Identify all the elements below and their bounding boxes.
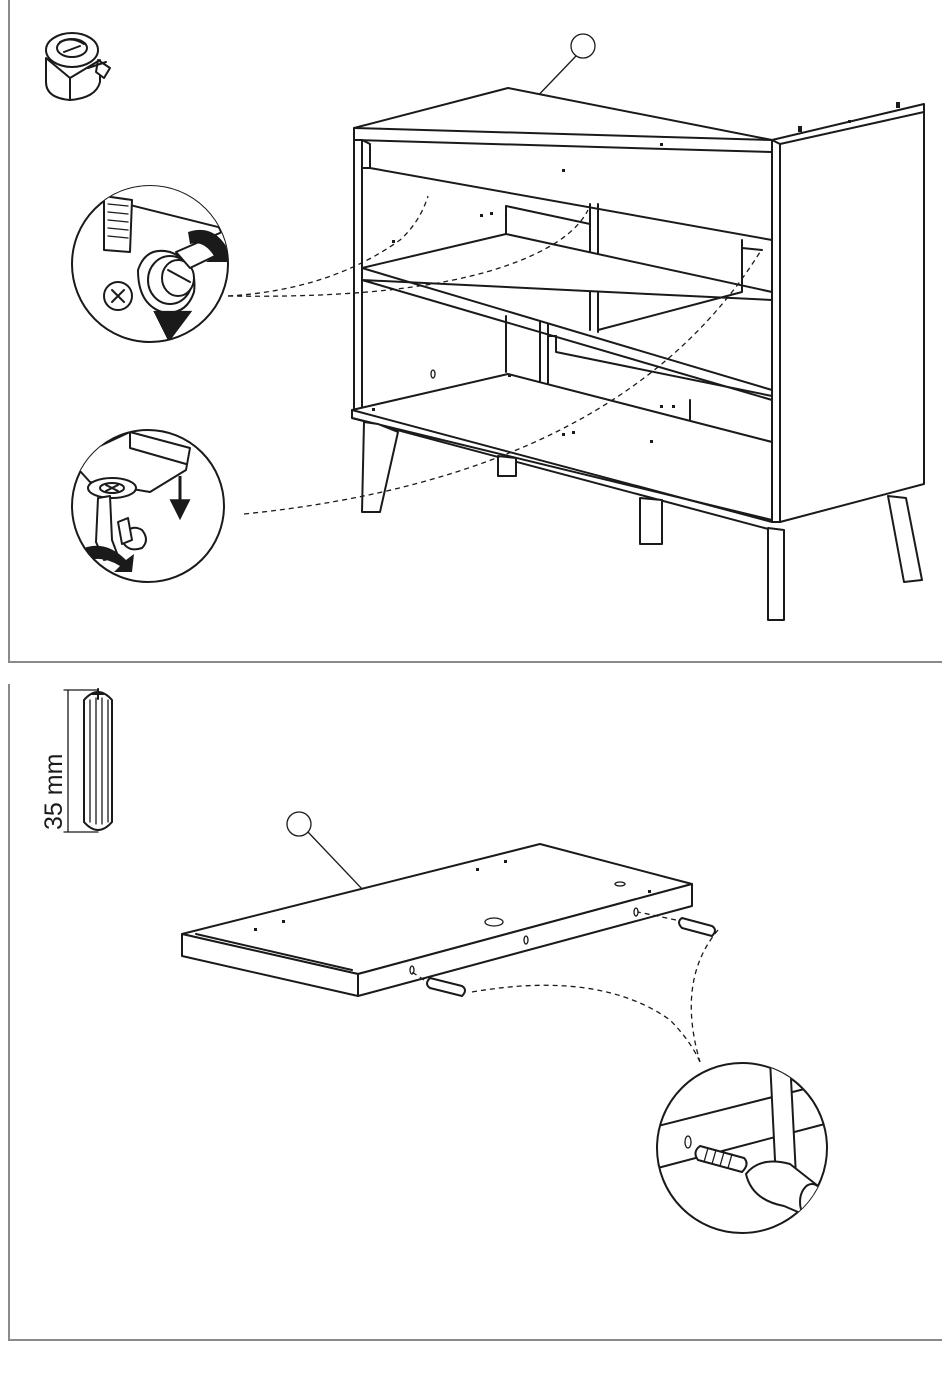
- cabinet-assembly: [352, 88, 924, 620]
- cam-lock-fitting-icon: [46, 33, 110, 100]
- shelf-board: [182, 844, 715, 996]
- dowel-length-dimension: 35 mm: [36, 748, 76, 832]
- cam-lock-turn-detail: [70, 180, 248, 342]
- screwdriver-tighten-detail: [70, 430, 224, 582]
- hammer-dowel-detail: [650, 1060, 840, 1233]
